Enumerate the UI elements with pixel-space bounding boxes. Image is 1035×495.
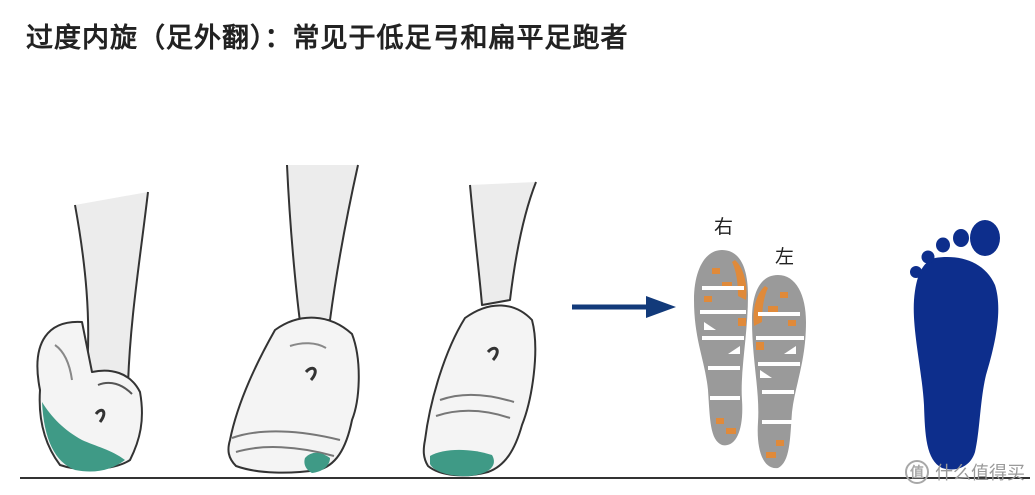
footprint-sole — [913, 257, 999, 470]
shoe-2 — [227, 316, 360, 474]
heel-highlight-1 — [42, 402, 125, 472]
watermark-text: 什么值得买 — [935, 463, 1025, 484]
page-title: 过度内旋（足外翻）：常见于低足弓和扁平足跑者 — [26, 23, 629, 54]
arrow-icon — [572, 296, 676, 318]
right-sole-wear-pattern — [694, 250, 748, 446]
leg-2 — [286, 164, 359, 323]
heel-highlight-3 — [430, 449, 494, 477]
toe-3 — [936, 237, 950, 253]
watermark-logo-icon: 值 — [905, 460, 929, 484]
shoe-3 — [422, 304, 537, 477]
left-sole-label: 左 — [775, 246, 795, 268]
toe-5 — [910, 266, 922, 278]
mid-stance-figure — [227, 164, 360, 474]
toe-4 — [921, 250, 935, 264]
flat-footprint-icon — [910, 220, 1000, 470]
watermark: 值 什么值得买 — [905, 459, 1025, 485]
toe-2 — [953, 229, 969, 247]
heel-highlight-2 — [304, 452, 330, 473]
right-sole-label: 右 — [714, 216, 734, 238]
big-toe — [970, 220, 1000, 256]
push-off-figure — [422, 181, 537, 477]
leg-3 — [469, 181, 537, 306]
left-sole-wear-pattern — [752, 275, 806, 469]
heel-strike-figure — [36, 191, 149, 472]
